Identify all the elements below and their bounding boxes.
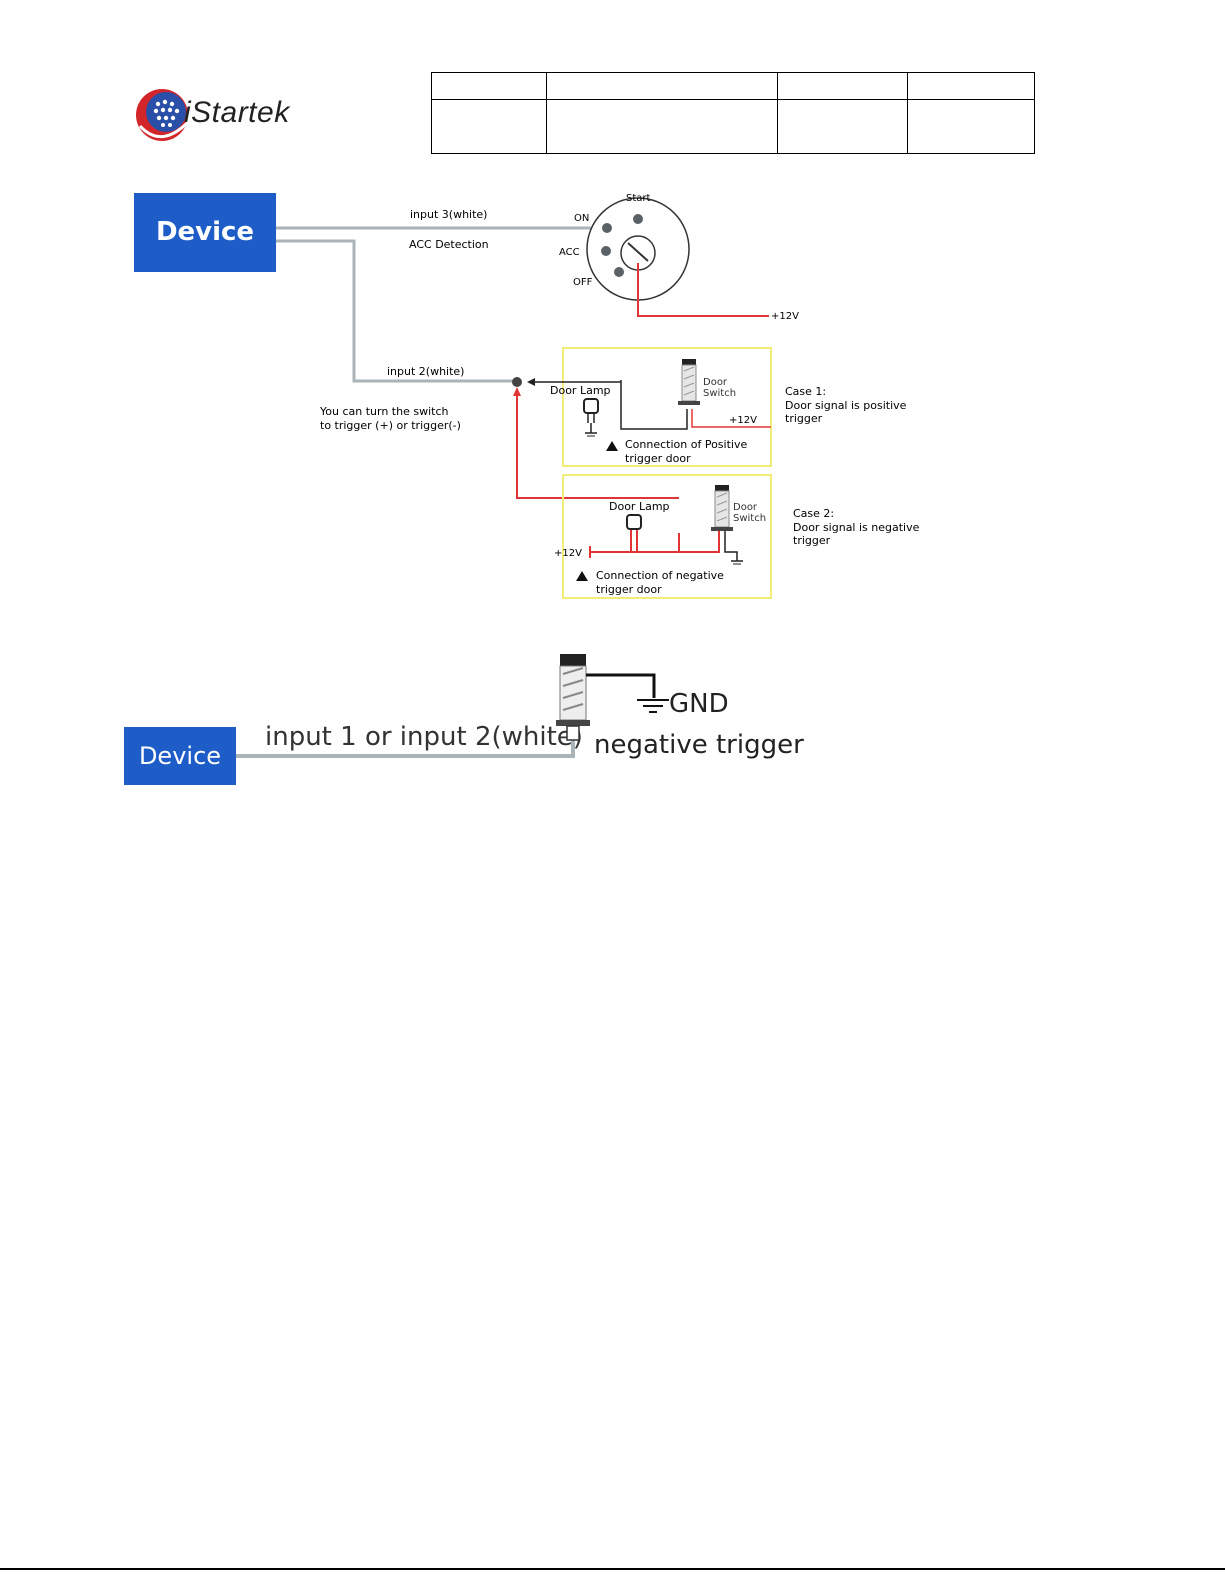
case2-door-switch-label: Door [733, 502, 758, 513]
case1-title: Case 1: [785, 385, 826, 398]
header-table-row [431, 99, 1035, 154]
table-cell [546, 99, 778, 154]
ignition-off-label: OFF [573, 277, 593, 288]
input3-label: input 3(white) [410, 208, 487, 221]
negative-trigger-label: negative trigger [594, 730, 804, 760]
case1-door-switch-label: Door [703, 377, 728, 388]
ignition-start-label: Start [626, 193, 651, 204]
device-box [134, 193, 276, 272]
case2-door-switch-label-2: Switch [733, 513, 766, 524]
switch-note: You can turn the switch [319, 405, 448, 418]
case1-door-switch-label-2: Switch [703, 388, 736, 399]
triangle-icon [576, 571, 588, 581]
device-label: Device [139, 742, 221, 770]
device-box [124, 727, 236, 785]
table-cell [431, 99, 547, 154]
case2-caption: Connection of negative [596, 569, 724, 582]
case1-voltage-label: +12V [729, 415, 757, 426]
brand-name: iStartek [184, 96, 290, 129]
door-lamp-icon [583, 398, 599, 437]
wiring-diagram-negative-trigger: Device input 1 or input 2(white) GND neg… [124, 654, 804, 785]
case1-caption: Connection of Positive [625, 438, 747, 451]
door-switch-icon [678, 359, 700, 405]
switch-note-2: to trigger (+) or trigger(-) [320, 419, 461, 432]
table-cell [907, 72, 1035, 100]
wiring-diagram-acc-door: Device input 3(white) ACC Detection inpu… [119, 183, 969, 608]
case2-door-lamp-label: Door Lamp [609, 500, 670, 513]
door-lamp-icon [626, 514, 642, 530]
case2-voltage-label: +12V [554, 548, 582, 559]
table-cell [907, 99, 1035, 154]
case1-title-3: trigger [785, 412, 823, 425]
table-cell [431, 72, 547, 100]
case2-box [562, 474, 772, 599]
case1-caption-2: trigger door [625, 452, 691, 465]
input2-label: input 2(white) [387, 365, 464, 378]
case2-title-3: trigger [793, 534, 831, 547]
table-cell [777, 99, 908, 154]
case1-title-2: Door signal is positive [785, 399, 907, 412]
case2-caption-2: trigger door [596, 583, 662, 596]
istartek-logo [136, 89, 192, 141]
case1-box [562, 347, 772, 467]
input-label: input 1 or input 2(white) [265, 722, 583, 752]
case1-door-lamp-label: Door Lamp [550, 384, 611, 397]
junction-dot [512, 377, 522, 387]
door-switch-icon [711, 485, 733, 531]
acc-detection-label: ACC Detection [409, 238, 489, 251]
header-table-row [431, 72, 1035, 100]
gnd-label: GND [669, 689, 729, 719]
header-table [431, 72, 1035, 154]
case2-title-2: Door signal is negative [793, 521, 920, 534]
ignition-on-label: ON [574, 213, 589, 224]
triangle-icon [606, 441, 618, 451]
case2-title: Case 2: [793, 507, 834, 520]
ignition-acc-label: ACC [559, 247, 580, 258]
door-switch-icon [556, 654, 590, 741]
ignition-voltage-label: +12V [771, 311, 799, 322]
device-label: Device [156, 217, 254, 247]
table-cell [546, 72, 778, 100]
table-cell [777, 72, 908, 100]
footer-rule [0, 1568, 1225, 1570]
